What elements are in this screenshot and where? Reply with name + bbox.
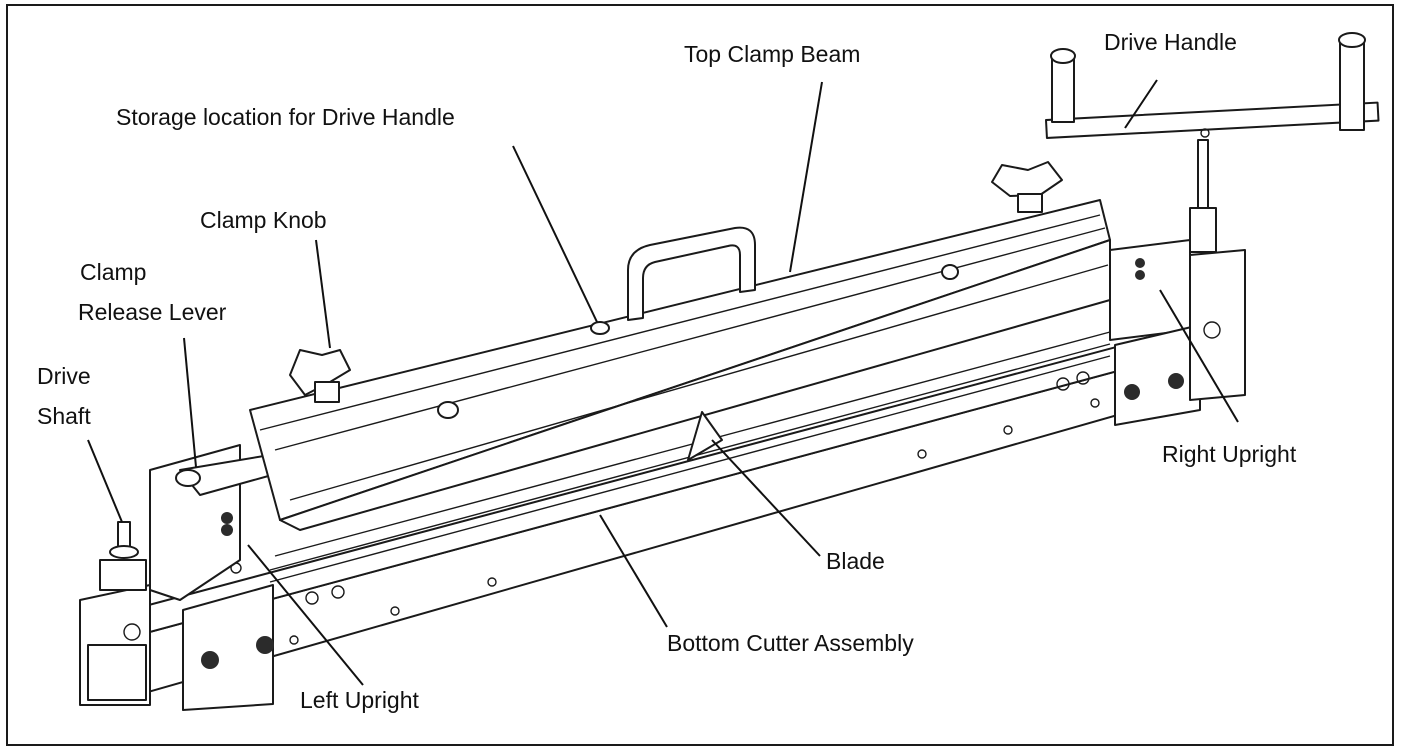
leader-bottom-cutter [599,514,668,628]
leader-drive-handle [1124,79,1158,129]
label-left-upright: Left Upright [300,687,420,713]
label-drive-shaft-line1: Drive [37,363,91,389]
drive-shaft [99,521,147,591]
right-upright [1109,239,1246,426]
label-storage-location: Storage location for Drive Handle [116,104,455,130]
leader-top-clamp-beam [789,81,823,273]
leader-clamp-knob [315,239,331,349]
leader-drive-shaft [87,439,123,523]
leader-blade [711,439,821,557]
leader-right-upright [1159,289,1239,423]
label-blade: Blade [826,548,885,574]
label-clamp-release-lever-line2: Release Lever [78,299,227,325]
clamp-knob-left [289,349,351,403]
blade [687,411,723,461]
leader-left-upright [247,544,364,686]
label-clamp-knob: Clamp Knob [200,207,327,233]
drive-handle [1045,32,1380,253]
label-bottom-cutter-assembly: Bottom Cutter Assembly [667,630,914,656]
leader-clamp-release-lever [183,337,197,468]
label-clamp-release-lever-line1: Clamp [80,259,146,285]
top-clamp-beam [249,199,1111,531]
leader-storage-location [512,145,598,323]
diagram-frame [6,4,1394,746]
label-right-upright: Right Upright [1162,441,1297,467]
callout-labels: Top Clamp Beam Drive Handle Storage loca… [37,29,1297,713]
leader-lines [87,79,1239,686]
clamp-knob-right [991,161,1063,213]
label-top-clamp-beam: Top Clamp Beam [684,41,860,67]
label-drive-shaft-line2: Shaft [37,403,91,429]
label-drive-handle: Drive Handle [1104,29,1237,55]
